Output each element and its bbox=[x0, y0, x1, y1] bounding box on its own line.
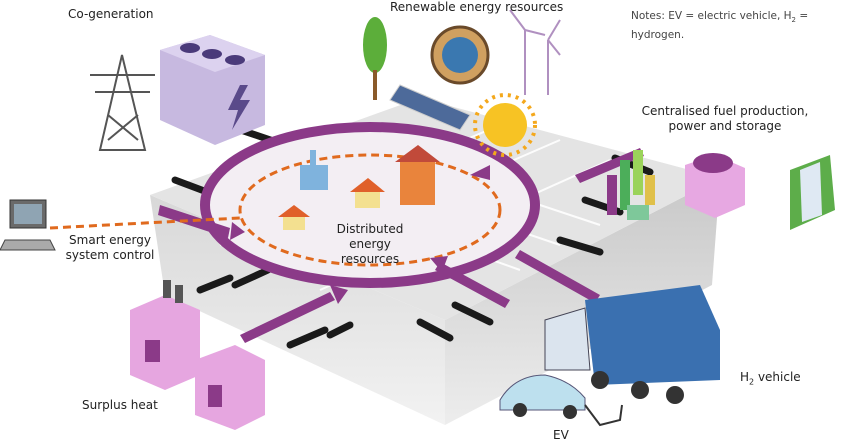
h2-vehicle-icon bbox=[544, 285, 720, 404]
h2-prefix: H bbox=[740, 370, 750, 384]
pylon-icon bbox=[90, 54, 155, 151]
notes-subscript: 2 bbox=[791, 16, 796, 25]
surplus-heat-buildings-icon bbox=[130, 280, 265, 430]
renewable-label: Renewable energy resources bbox=[390, 0, 564, 14]
ev-icon bbox=[499, 374, 623, 427]
notes-prefix: Notes: EV = electric vehicle, H bbox=[631, 10, 792, 22]
centralised-label: Centralised fuel production,power and st… bbox=[620, 104, 830, 134]
h2-suffix: vehicle bbox=[754, 370, 801, 384]
notes-suffix: = hydrogen. bbox=[631, 10, 809, 42]
cogeneration-label: Co-generation bbox=[68, 7, 154, 21]
centralised-line2: power and storage bbox=[668, 119, 782, 133]
control-line bbox=[49, 216, 241, 230]
distributed-line1: Distributed bbox=[336, 222, 404, 236]
computer-icon bbox=[0, 199, 56, 251]
centralised-production-icons bbox=[607, 150, 835, 230]
ev-label: EV bbox=[553, 428, 569, 442]
smart-line1: Smart energy bbox=[69, 233, 151, 247]
houses-icons bbox=[278, 145, 440, 230]
surplus-heat-label: Surplus heat bbox=[82, 398, 158, 412]
renewables-icons bbox=[363, 9, 561, 157]
h2-vehicle-label: H2 vehicle bbox=[740, 370, 801, 389]
distributed-line2: energy bbox=[349, 237, 391, 251]
smart-line2: system control bbox=[65, 248, 155, 262]
h2-subscript: 2 bbox=[749, 377, 755, 387]
distributed-line3: resources bbox=[340, 252, 400, 266]
cogeneration-plant-icon bbox=[160, 35, 265, 145]
distributed-boundary bbox=[238, 153, 502, 267]
notes-text: Notes: EV = electric vehicle, H2 = hydro… bbox=[631, 9, 850, 43]
energy-arrows bbox=[158, 148, 644, 343]
centralised-line1: Centralised fuel production, bbox=[641, 104, 809, 118]
